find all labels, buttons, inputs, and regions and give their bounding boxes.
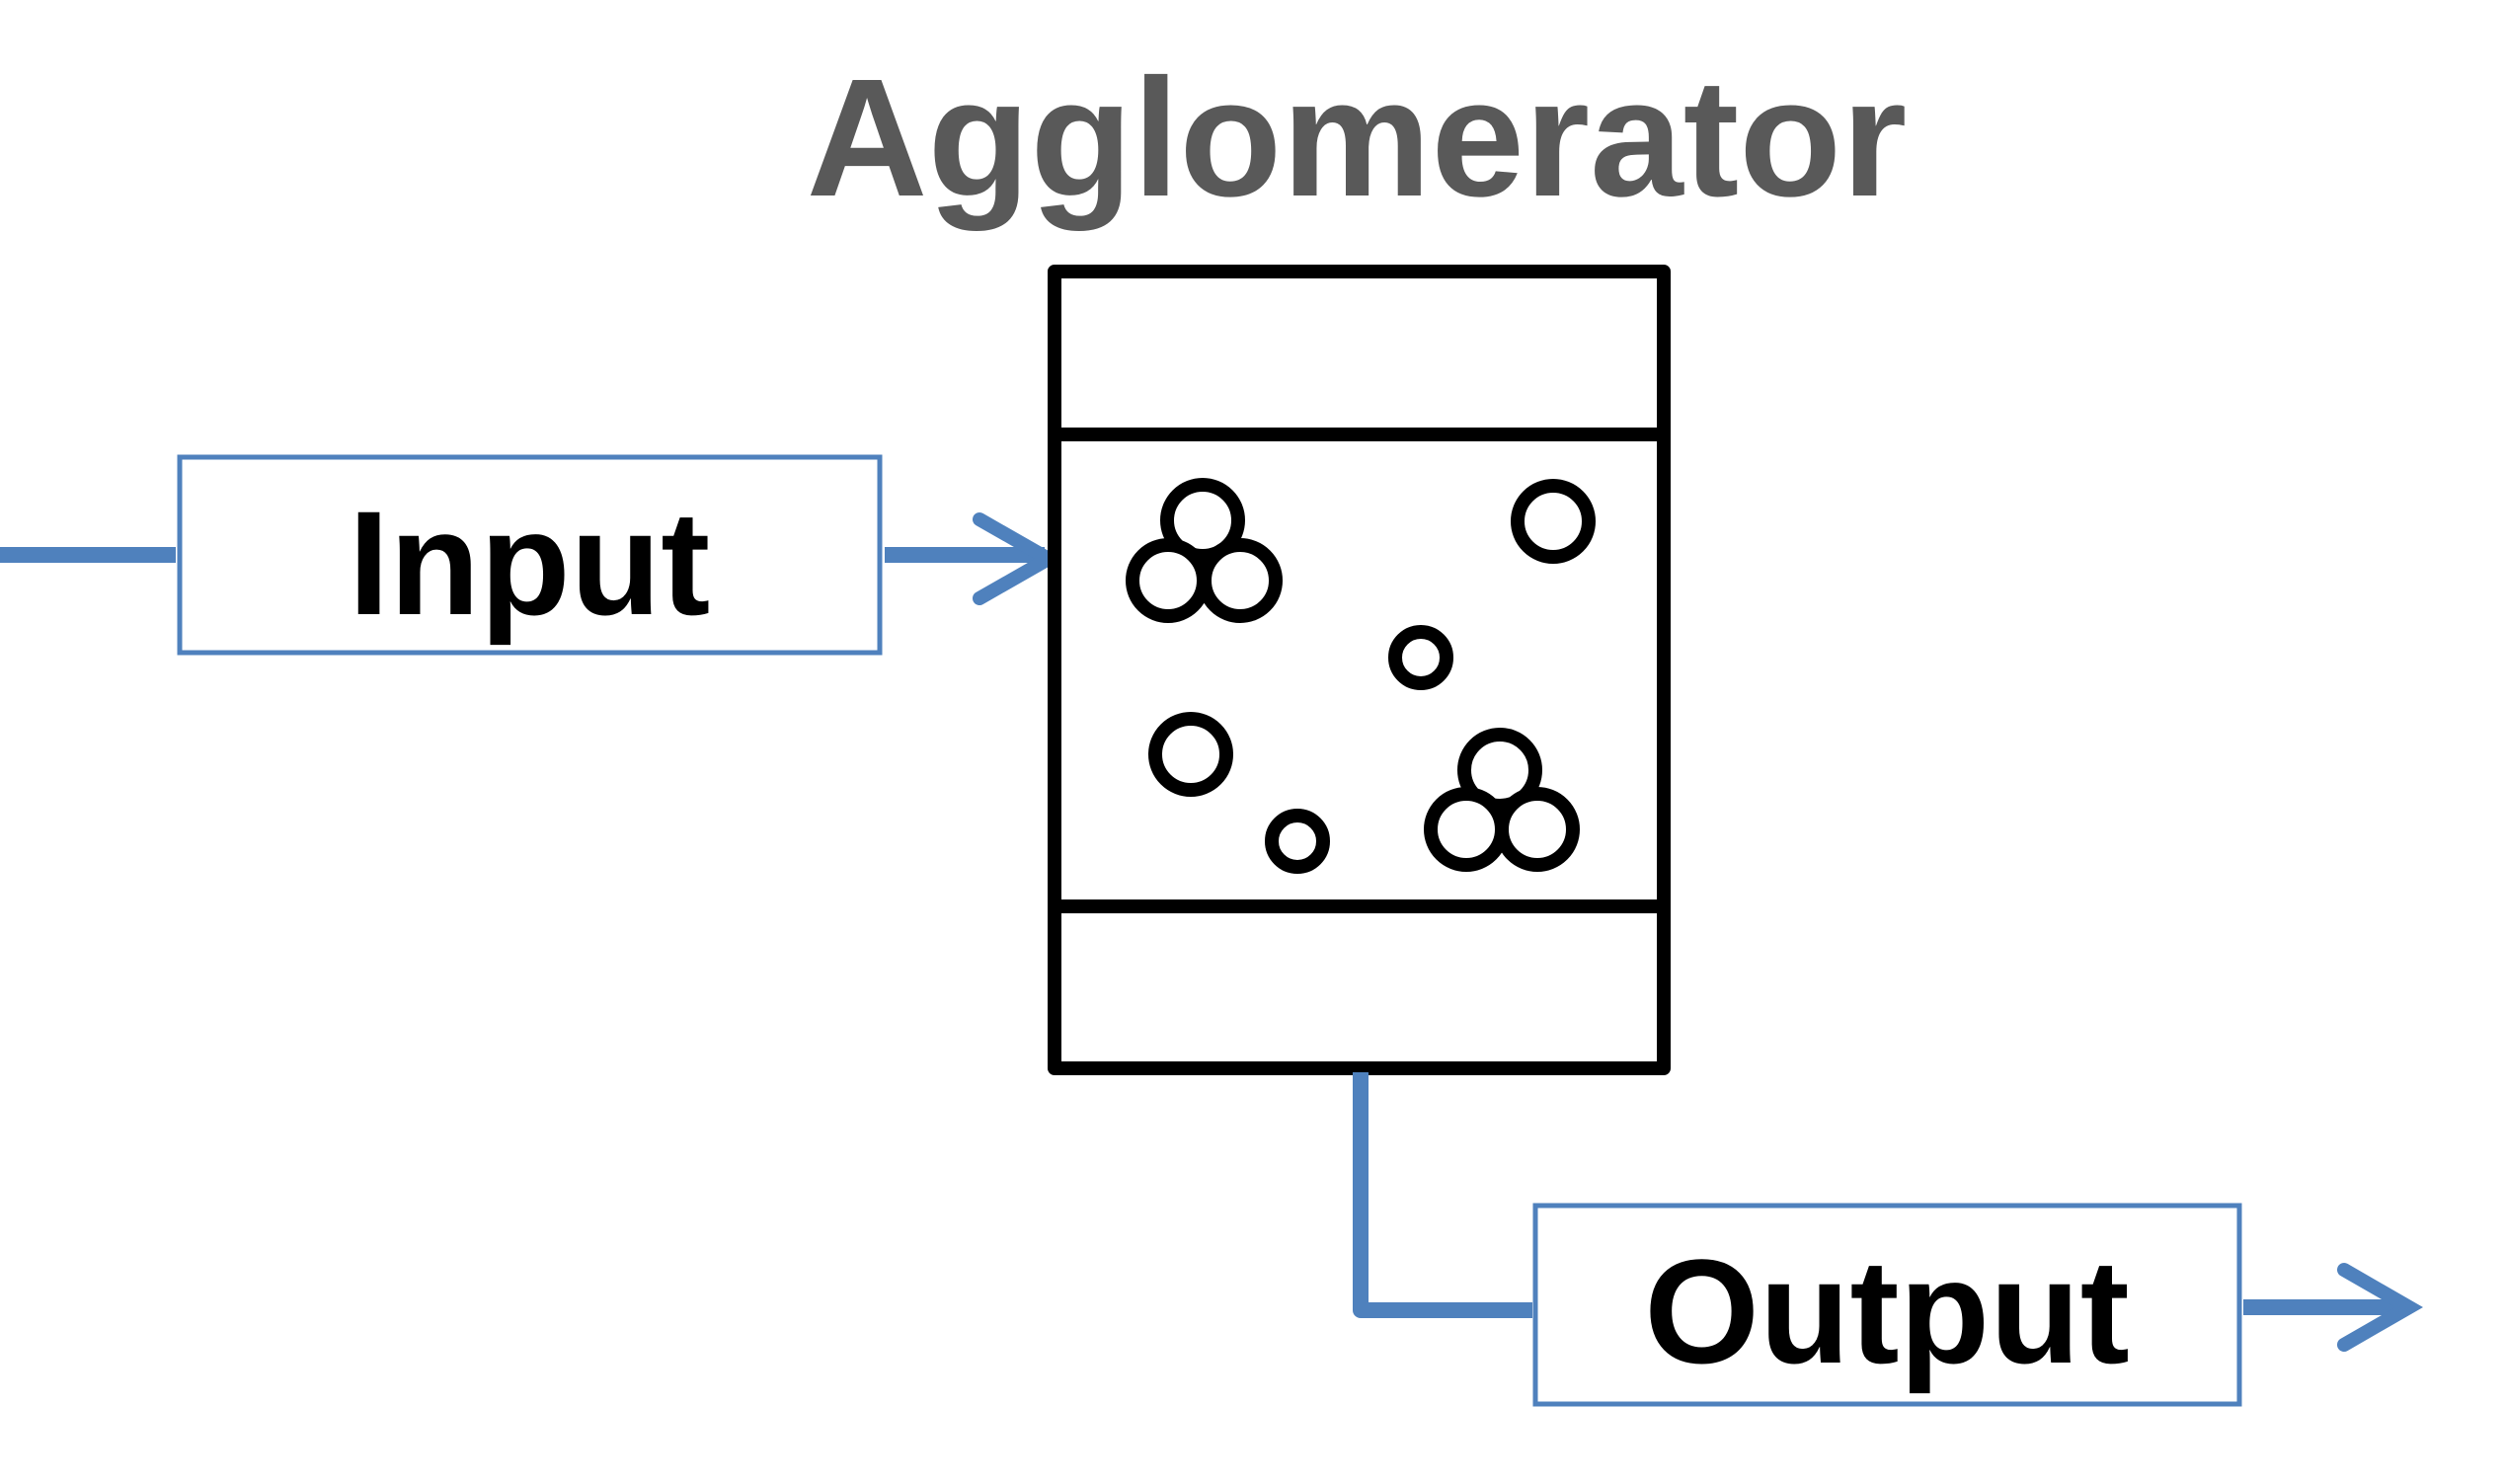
output-flow-line	[1353, 1072, 1532, 1318]
particle-icon	[1265, 809, 1330, 874]
diagram-title: Agglomerator	[807, 44, 1908, 232]
particle-icon	[1148, 712, 1233, 797]
agglomerate-icon	[1424, 728, 1580, 872]
agglomerate-icon	[1126, 478, 1283, 623]
vessel-outline	[1048, 265, 1671, 1075]
particle-icon	[1388, 625, 1453, 690]
input-label: Input	[349, 480, 711, 646]
input-box-frame	[177, 454, 883, 656]
input-box: Input	[177, 454, 883, 656]
output-arrow-head	[2337, 1263, 2424, 1352]
agglomerator-vessel	[1048, 265, 1671, 1075]
output-box: Output	[1532, 1203, 2242, 1407]
flow-arrow-icon	[2243, 1263, 2424, 1352]
flow-arrow-icon	[885, 512, 1063, 605]
particle-icon	[1511, 479, 1596, 564]
output-box-frame	[1532, 1203, 2242, 1407]
output-label: Output	[1644, 1228, 2129, 1394]
